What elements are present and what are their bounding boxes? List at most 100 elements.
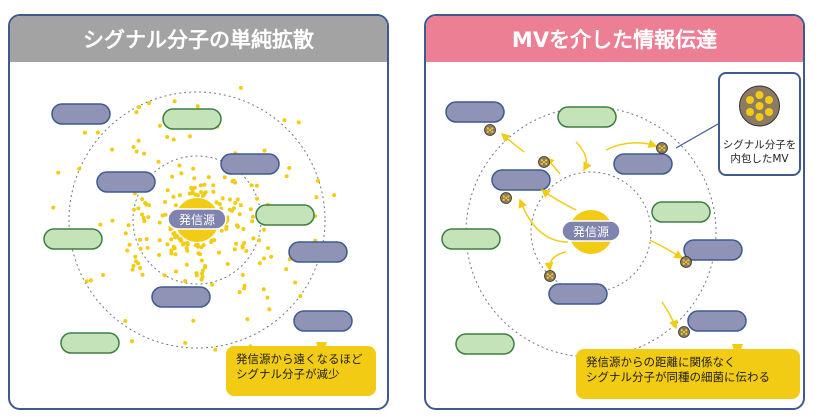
signal-molecule-dot [162, 273, 167, 278]
signal-molecule-dot [255, 196, 259, 201]
mv-vesicle [544, 270, 556, 282]
signal-molecule-dot [257, 238, 262, 243]
signal-molecule-dot [233, 201, 238, 205]
bacteria-cells [441, 101, 747, 355]
signal-molecule-dot [145, 245, 150, 250]
panel-title-mv-transfer: MVを介した情報伝達 [426, 16, 803, 62]
arrow [518, 198, 569, 243]
bacterium-blue [288, 241, 348, 263]
signal-molecule-dot [183, 340, 188, 345]
signal-molecule-dot [169, 248, 174, 253]
signal-molecule-dot [163, 200, 168, 204]
signal-molecule-dot [140, 272, 145, 277]
signal-molecule-dot [282, 118, 287, 123]
mv-vesicle [678, 326, 690, 338]
mv-closeup-icon [739, 85, 780, 127]
mv-vesicle [680, 256, 692, 268]
signal-molecule-dot [177, 163, 182, 168]
signal-molecule-dot [136, 138, 141, 143]
signal-molecule-dot [236, 224, 240, 229]
signal-molecule-dot [140, 197, 145, 202]
signal-molecule-dot [261, 287, 266, 292]
bacterium-blue [151, 286, 211, 308]
signal-molecule-dot [171, 231, 176, 236]
signal-molecule-dot [211, 189, 216, 194]
signal-source-cell [561, 220, 621, 242]
signal-molecule-dot [138, 266, 143, 270]
arrow [605, 139, 658, 151]
callout-line: シグナル分子が減少 [236, 367, 340, 381]
signal-molecule-dot [173, 235, 178, 240]
signal-molecule-dot [165, 135, 170, 139]
bacterium-green [255, 204, 315, 226]
bacterium-blue [687, 310, 747, 332]
signal-molecule-dot [144, 237, 149, 242]
signal-molecule-dot [195, 104, 200, 109]
diffusion-scene: 発信源 [43, 85, 353, 358]
signal-molecule-dot [245, 317, 250, 322]
signal-molecule-dot [170, 174, 175, 179]
signal-molecule-dot [269, 254, 274, 259]
signal-molecule-dot [284, 267, 289, 272]
signal-molecule-cloud [51, 85, 337, 352]
arrow [500, 133, 525, 153]
signal-molecule-dot [137, 105, 142, 110]
signal-molecule-dot [169, 237, 174, 242]
signal-molecule-dot [95, 130, 100, 135]
signal-molecule-dot [296, 120, 301, 125]
bacterium-blue [51, 103, 111, 125]
bacterium-green [557, 106, 617, 128]
signal-molecule-dot [160, 213, 165, 218]
signal-molecule-dot [136, 206, 141, 211]
callout-line: 発信源からの距離に関係なく [586, 355, 736, 369]
signal-molecule-dot [173, 203, 178, 208]
bacterium-green [60, 332, 120, 354]
mv-callout: 発信源からの距離に関係なく シグナル分子が同種の細菌に伝わる [576, 349, 800, 399]
signal-molecule-dot [255, 183, 259, 188]
signal-molecule-dot [316, 179, 321, 183]
signal-molecule-dot [157, 253, 162, 257]
signal-molecule-dot [130, 339, 134, 344]
signal-molecule-dot [185, 241, 190, 245]
signal-molecule-dot [251, 214, 255, 219]
signal-molecule-dot [130, 267, 135, 272]
signal-molecule-dot [138, 246, 143, 251]
signal-molecule-dot [237, 212, 242, 217]
bacterium-blue [548, 283, 608, 305]
signal-molecule-dot [183, 279, 188, 283]
signal-molecule-dot [199, 190, 204, 195]
signal-molecule-dot [202, 265, 207, 270]
signal-molecule-dot [56, 170, 61, 175]
signal-molecule-dot [142, 219, 147, 224]
signal-molecule-dot [123, 231, 128, 236]
signal-molecule-dot [187, 134, 192, 139]
signal-molecule-dot [51, 205, 56, 210]
signal-molecule-dot [211, 238, 216, 243]
signal-molecule-dot [172, 246, 177, 251]
signal-molecule-dot [194, 271, 199, 276]
arrow [544, 251, 567, 272]
signal-molecule-dot [146, 215, 151, 220]
bacterium-green [43, 228, 103, 250]
signal-molecule-dot [227, 207, 232, 212]
signal-molecule-dot [231, 178, 236, 183]
signal-molecule-dot [225, 262, 230, 266]
signal-molecule-dot [199, 277, 204, 282]
signal-molecule-dot [298, 294, 303, 299]
signal-molecule-dot [244, 249, 249, 253]
source-label: 発信源 [573, 225, 609, 239]
signal-molecule-dot [265, 295, 270, 300]
signal-molecule-dot [165, 188, 170, 193]
signal-molecule-dot [174, 269, 178, 274]
infobox-pointer-line [675, 123, 719, 149]
bacterium-blue [293, 310, 353, 332]
signal-molecule-dot [213, 347, 218, 352]
signal-molecule-dot [134, 149, 139, 154]
signal-molecule-dot [228, 197, 232, 202]
signal-molecule-dot [219, 228, 224, 233]
signal-molecule-dot [138, 237, 143, 242]
signal-molecule-dot [238, 85, 243, 90]
signal-molecule-dot [262, 227, 266, 232]
mv-vesicle [538, 156, 550, 168]
arrow [661, 301, 678, 330]
